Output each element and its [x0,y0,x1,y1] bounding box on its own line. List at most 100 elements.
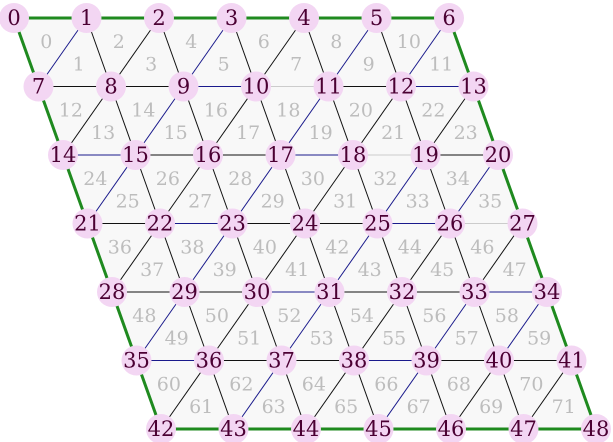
vertex-dot [0,3,29,33]
vertex-label: 25 [364,212,391,236]
triangle-label: 55 [382,328,406,350]
triangle-label: 1 [73,54,85,76]
vertex-node: 33 [459,277,490,307]
vertex-dot [434,3,464,33]
vertex-node: 17 [265,140,296,170]
vertex-node: 39 [411,345,442,376]
vertex-node: 22 [145,208,175,239]
triangle-label: 39 [213,259,237,281]
vertex-dot [217,208,248,239]
vertex-dot [387,277,417,307]
vertex-dot [168,71,199,102]
vertex-label: 21 [74,212,101,236]
triangle-label: 34 [446,168,470,190]
vertex-label: 15 [122,143,149,167]
vertex-node: 0 [0,3,29,33]
vertex-dot [146,414,176,442]
vertex-node: 44 [291,414,321,442]
vertex-dot [508,414,539,442]
triangle-label: 67 [407,396,431,418]
vertex-dot [48,140,78,170]
vertex-label: 38 [341,349,368,373]
vertex-label: 6 [442,6,455,30]
triangle-label: 47 [503,259,527,281]
vertex-label: 12 [388,75,415,99]
triangle-label: 13 [91,122,115,144]
vertex-label: 8 [104,75,117,99]
triangle-label: 46 [470,236,494,258]
triangle-label: 61 [189,396,213,418]
vertex-dot [363,414,394,442]
vertex-dot [484,345,514,376]
vertex-label: 40 [486,349,513,373]
vertex-label: 45 [365,417,392,441]
vertex-dot [169,277,200,307]
vertex-dot [581,414,611,442]
triangle-label: 54 [350,305,374,327]
triangle-label: 24 [83,168,107,190]
triangle-label: 15 [164,122,188,144]
triangle-label: 28 [228,168,252,190]
vertex-label: 36 [196,349,223,373]
vertex-node: 32 [387,277,417,307]
triangle-label: 68 [447,373,471,395]
vertex-label: 44 [293,417,320,441]
vertex-label: 16 [195,143,222,167]
vertex-dot [361,3,392,33]
vertex-dot [459,277,490,307]
vertex-label: 39 [413,349,440,373]
vertex-dot [458,71,489,102]
vertex-dot [411,345,442,376]
triangle-label: 64 [302,373,326,395]
vertex-node: 16 [193,140,223,170]
vertex-label: 2 [152,6,165,30]
vertex-dot [290,208,320,239]
triangle-label: 33 [406,191,430,213]
triangle-label: 22 [421,99,445,121]
vertex-node: 45 [363,414,394,442]
triangle-label: 0 [40,31,52,53]
vertex-node: 5 [361,3,392,33]
vertex-node: 23 [217,208,248,239]
triangle-label: 70 [519,373,543,395]
vertex-dot [532,277,562,307]
triangle-label: 23 [454,122,478,144]
vertex-label: 13 [460,75,487,99]
vertex-label: 10 [243,75,270,99]
triangle-label: 19 [309,122,333,144]
vertex-node: 38 [339,345,369,376]
vertex-node: 25 [362,208,393,239]
triangle-label: 7 [290,54,302,76]
triangle-label: 8 [330,31,342,53]
triangle-label: 5 [218,54,230,76]
triangle-label: 52 [277,305,301,327]
vertex-dot [289,3,319,33]
vertex-dot [96,71,126,102]
vertex-label: 14 [50,143,77,167]
vertex-label: 4 [297,6,310,30]
vertex-node: 13 [458,71,489,102]
vertex-dot [241,71,271,102]
vertex-node: 36 [194,345,224,376]
triangle-labels: 0123456789101112131415161718192021222324… [40,31,575,418]
triangle-label: 35 [478,191,502,213]
vertex-node: 46 [436,414,466,442]
triangle-label: 56 [422,305,446,327]
triangle-label: 14 [131,99,155,121]
triangle-label: 50 [205,305,229,327]
triangle-label: 57 [455,328,479,350]
vertex-dot [72,208,103,239]
vertex-node: 35 [121,345,152,376]
triangle-label: 63 [262,396,286,418]
vertex-node: 24 [290,208,320,239]
vertex-label: 35 [123,349,150,373]
vertex-node: 7 [23,71,54,102]
vertex-node: 4 [289,3,319,33]
triangle-label: 71 [552,396,576,418]
vertex-node: 27 [507,208,538,239]
triangle-label: 9 [363,54,375,76]
triangle-label: 11 [429,54,453,76]
vertex-label: 23 [219,212,246,236]
triangle-label: 65 [334,396,358,418]
